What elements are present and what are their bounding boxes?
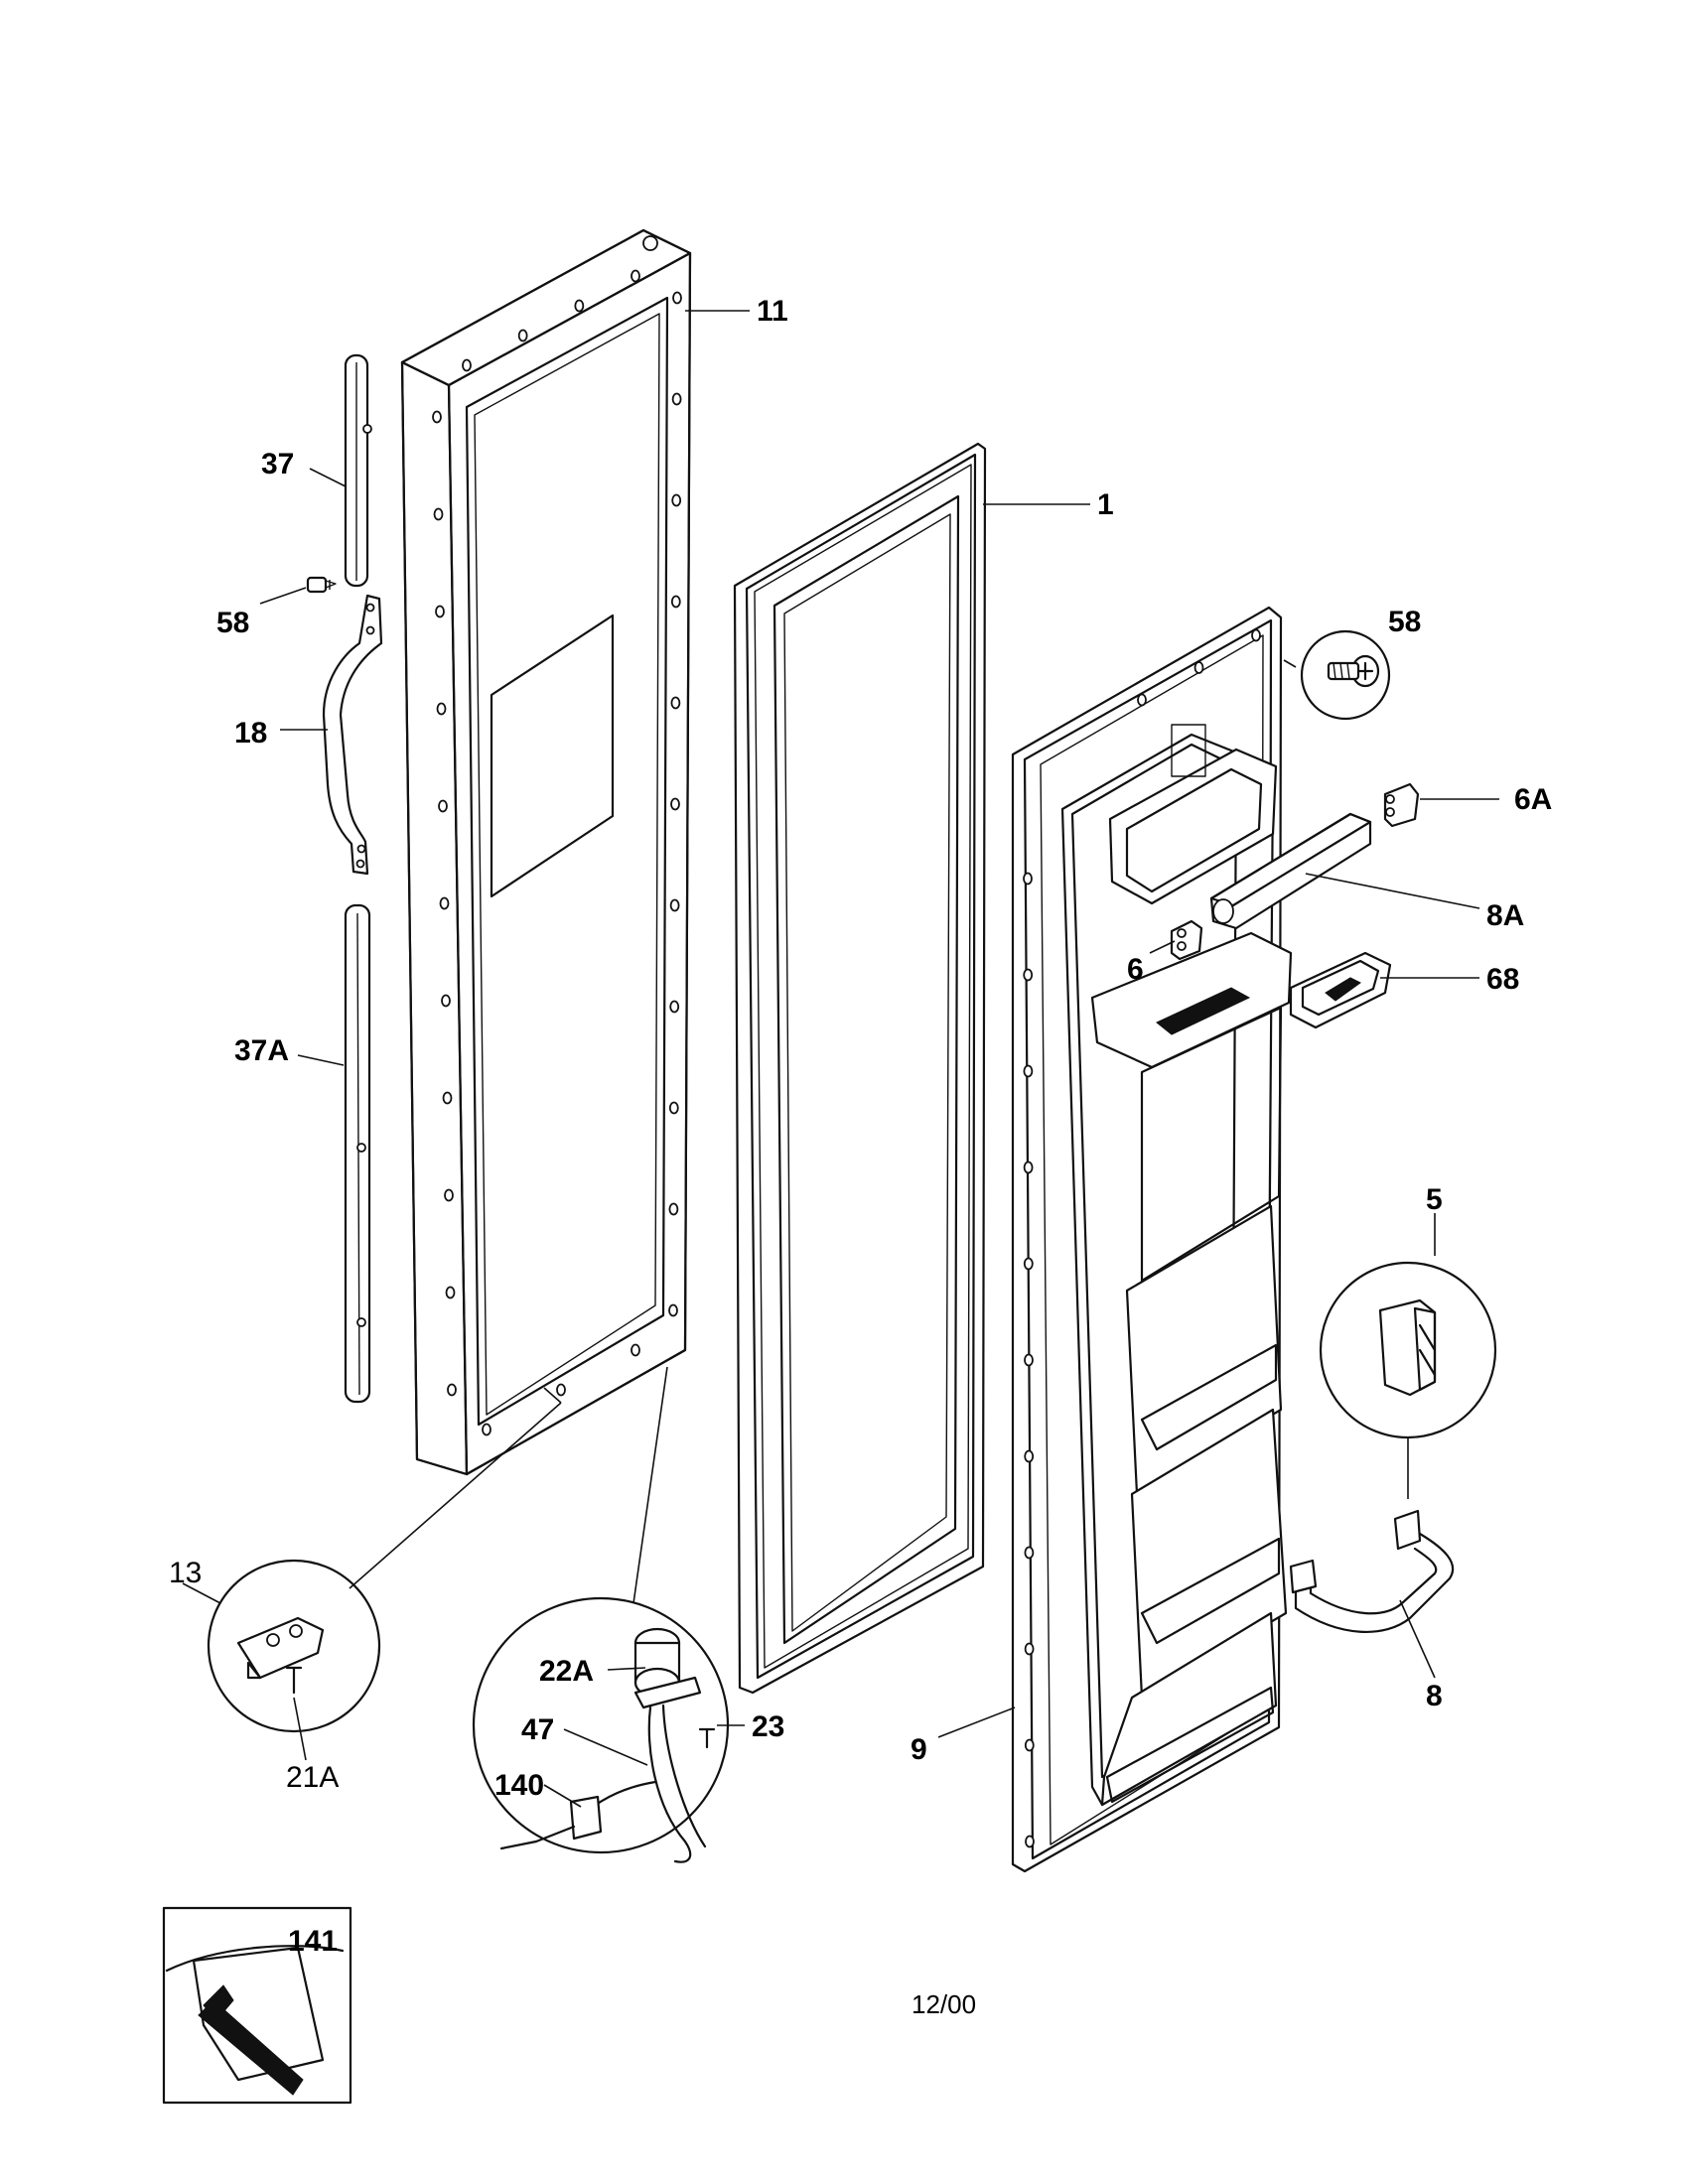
label-140: 140: [494, 1769, 544, 1802]
mounting-hole: [1137, 693, 1147, 707]
mounting-hole: [1024, 1449, 1035, 1463]
mounting-hole: [1023, 1064, 1034, 1078]
mounting-hole: [441, 994, 451, 1008]
mounting-hole: [445, 1286, 456, 1299]
mounting-hole: [439, 896, 450, 910]
mounting-hole: [1023, 968, 1034, 982]
mounting-hole: [436, 702, 447, 716]
mounting-hole: [1251, 628, 1261, 642]
mounting-hole: [517, 329, 528, 342]
part-18-door-handle: [322, 594, 383, 876]
part-22a-switch-callout: [472, 1366, 730, 1863]
part-37-handle-trim-upper: [344, 353, 372, 588]
mounting-hole: [670, 797, 680, 811]
label-21a: 21A: [286, 1761, 339, 1794]
mounting-hole: [444, 1188, 454, 1202]
mounting-hole: [669, 898, 680, 912]
part-9-door-liner: [1011, 606, 1293, 1873]
mounting-hole: [1024, 1738, 1035, 1752]
label-5: 5: [1426, 1183, 1443, 1216]
mounting-hole: [1024, 1546, 1035, 1560]
mounting-hole: [1025, 1835, 1035, 1848]
label-68: 68: [1486, 963, 1519, 996]
part-141-inset: [162, 1906, 352, 2105]
mounting-hole: [670, 595, 681, 609]
label-58-right: 58: [1388, 606, 1421, 638]
mounting-hole: [1023, 1257, 1034, 1271]
mounting-hole: [556, 1383, 566, 1397]
mounting-hole: [1023, 1160, 1034, 1174]
mounting-hole: [438, 799, 448, 813]
label-13: 13: [169, 1557, 202, 1589]
part-8a-rail: [1209, 812, 1372, 930]
mounting-hole: [631, 269, 640, 283]
label-1: 1: [1097, 488, 1114, 521]
mounting-hole: [442, 1091, 453, 1105]
mounting-hole: [631, 1343, 640, 1357]
mounting-hole: [574, 299, 585, 313]
label-6: 6: [1127, 953, 1144, 986]
label-37: 37: [261, 448, 294, 480]
part-labels: 11 1 37 58 18 37A 58 6A 8A 6 68 5 8 9 13…: [169, 295, 1552, 2019]
label-11: 11: [757, 295, 788, 328]
mounting-hole: [482, 1423, 491, 1436]
part-11-door-frame: [400, 228, 692, 1476]
mounting-hole: [668, 1303, 678, 1317]
part-1-door-gasket: [733, 442, 987, 1695]
label-23: 23: [752, 1710, 784, 1743]
mounting-hole: [1024, 1353, 1034, 1367]
mounting-hole: [670, 696, 681, 710]
mounting-hole: [432, 410, 442, 424]
mounting-hole: [671, 392, 682, 406]
part-6-bracket: [1170, 919, 1203, 961]
mounting-hole: [433, 507, 444, 521]
part-8-wire-bar: [1289, 1509, 1455, 1633]
label-47: 47: [521, 1713, 554, 1746]
label-18: 18: [234, 717, 267, 750]
mounting-hole: [435, 605, 445, 618]
label-9: 9: [911, 1733, 927, 1766]
mounting-hole: [668, 1202, 679, 1216]
revision-date: 12/00: [912, 1989, 976, 2019]
part-37a-handle-trim-lower: [344, 903, 371, 1404]
mounting-hole: [1023, 872, 1033, 886]
label-58-left: 58: [216, 607, 249, 639]
part-58-screw-left: [306, 576, 337, 594]
mounting-hole: [669, 1000, 680, 1014]
label-6a: 6A: [1514, 783, 1552, 816]
part-68-dispenser-pad: [1289, 951, 1392, 1029]
label-8a: 8A: [1486, 899, 1524, 932]
leader-lines: [182, 310, 1499, 1808]
label-37a: 37A: [234, 1034, 289, 1067]
label-141: 141: [288, 1925, 338, 1958]
mounting-hole: [668, 1101, 679, 1115]
mounting-hole: [447, 1383, 457, 1397]
part-58-screw-callout: [1300, 629, 1391, 721]
label-22a: 22A: [539, 1655, 594, 1688]
part-6a-bracket: [1383, 782, 1420, 828]
part-5-callout: [1319, 1261, 1497, 1499]
mounting-hole: [1193, 661, 1204, 674]
mounting-hole: [671, 493, 682, 507]
mounting-hole: [672, 291, 682, 305]
mounting-hole: [462, 358, 472, 372]
mounting-hole: [1024, 1642, 1035, 1656]
part-13-hinge-callout: [207, 1387, 562, 1733]
label-8: 8: [1426, 1680, 1443, 1712]
